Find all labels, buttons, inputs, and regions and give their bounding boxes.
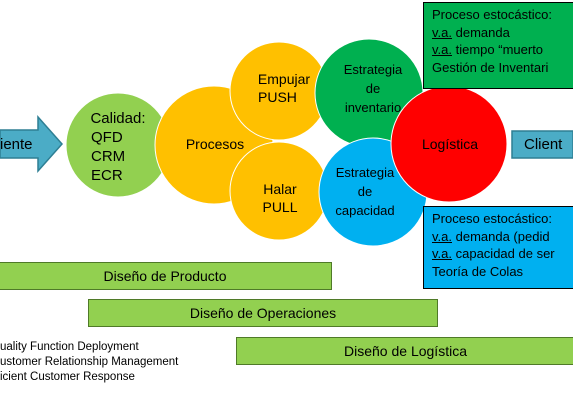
acronym-legend: uality Function Deployment ustomer Relat… — [0, 340, 178, 385]
calidad-line-2: QFD — [91, 129, 123, 146]
legend-line-1: uality Function Deployment — [0, 341, 139, 353]
inventario-line-2: de — [365, 81, 381, 96]
empujar-line-1: Empujar — [257, 71, 311, 87]
capacidad-line-2: de — [357, 184, 373, 199]
halar-line-2: PULL — [262, 199, 298, 215]
right-arrow-label: Client — [524, 136, 563, 153]
box-top-title: Proceso estocástico: — [432, 7, 552, 22]
bar-diseno-logistica: Diseño de Logística — [236, 337, 573, 365]
info-box-inventario: Proceso estocástico: v.a. demanda v.a. t… — [423, 2, 573, 89]
node-halar-label: Halar PULL — [240, 180, 320, 216]
box-top-line-2: v.a. tiempo “muerto — [432, 42, 544, 57]
bar-diseno-operaciones: Diseño de Operaciones — [88, 299, 438, 327]
box-top-line-1: v.a. demanda — [432, 24, 510, 40]
node-procesos-label: Procesos — [185, 136, 245, 152]
legend-line-3: icient Customer Response — [0, 371, 135, 383]
node-logistica-label: Logística — [421, 136, 479, 152]
node-capacidad-label: Estrategia de capacidad — [320, 163, 410, 220]
node-calidad-label: Calidad: QFD CRM ECR — [78, 109, 158, 185]
info-box-capacidad: Proceso estocástico: v.a. demanda (pedid… — [423, 206, 573, 289]
calidad-line-4: ECR — [91, 167, 123, 184]
inventario-line-1: Estrategia — [343, 62, 403, 77]
box-top-line-3: Gestión de Inventari — [432, 59, 549, 75]
capacidad-line-1: Estrategia — [335, 165, 395, 180]
right-arrow-shape — [511, 130, 573, 159]
left-arrow-label: iente — [0, 136, 33, 153]
calidad-line-3: CRM — [91, 148, 126, 165]
bar-diseno-producto: Diseño de Producto — [0, 262, 332, 290]
box-bottom-line-1: v.a. demanda (pedid — [432, 228, 550, 244]
box-bottom-title: Proceso estocástico: — [432, 211, 552, 226]
box-bottom-line-2: v.a. capacidad de ser — [432, 246, 555, 261]
calidad-line-1: Calidad: — [90, 110, 146, 127]
inventario-line-3: inventario — [344, 100, 402, 115]
capacidad-line-3: capacidad — [335, 203, 395, 218]
box-bottom-line-3: Teoría de Colas — [432, 263, 524, 279]
node-empujar-label: Empujar PUSH — [244, 70, 324, 106]
legend-line-2: ustomer Relationship Management — [0, 356, 179, 368]
halar-line-1: Halar — [263, 181, 297, 197]
left-arrow-shape — [0, 115, 64, 173]
node-inventario-label: Estrategia de inventario — [328, 60, 418, 117]
empujar-line-2: PUSH — [258, 89, 297, 105]
